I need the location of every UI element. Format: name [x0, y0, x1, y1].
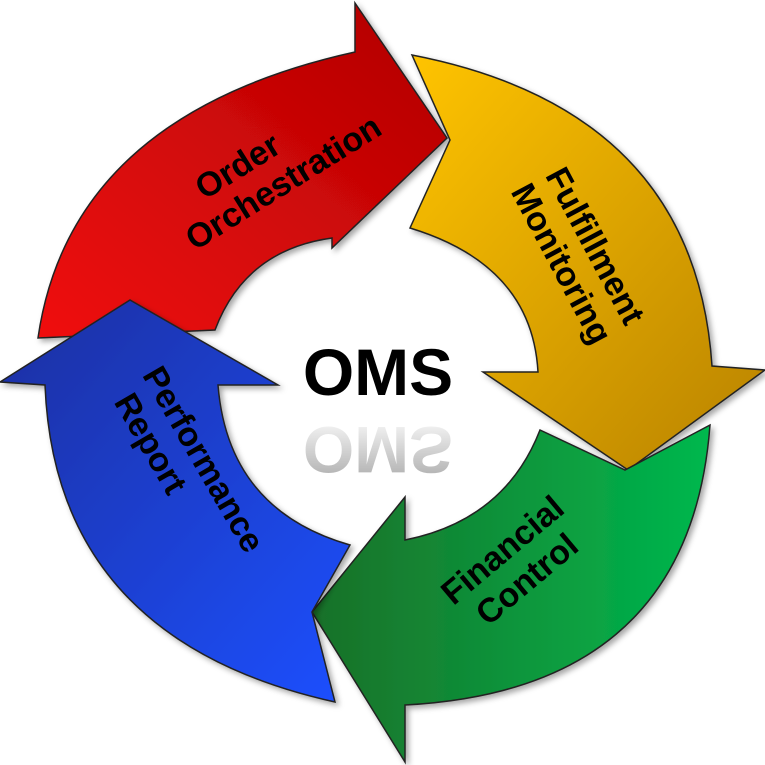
arrow-order-orchestration	[37, 0, 448, 339]
arrow-fulfillment-monitoring	[408, 53, 765, 471]
arrow-financial-control	[311, 423, 711, 765]
arrow-performance-report	[0, 299, 352, 703]
oms-title: OMS	[303, 335, 453, 409]
oms-title-reflection: OMS	[303, 413, 453, 487]
center-title: OMS OMS	[303, 335, 453, 487]
